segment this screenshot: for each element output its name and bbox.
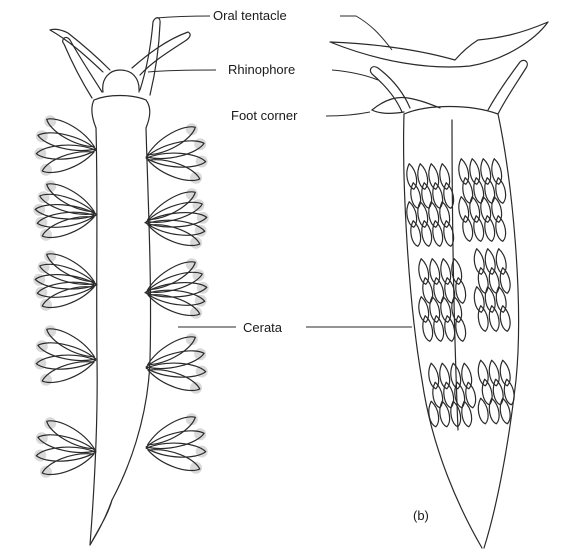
ceras-left-5-tip <box>194 138 206 150</box>
right-rhinophore-left <box>370 67 410 112</box>
label-cerata: Cerata <box>243 320 283 335</box>
left-body-outline <box>90 100 151 545</box>
label-oral-tentacle: Oral tentacle <box>213 8 287 23</box>
left-rhinophore-right <box>140 18 160 95</box>
left-rhinophore-left <box>63 37 102 98</box>
label-panel-b: (b) <box>413 508 429 523</box>
ceras-left-41-tip <box>194 428 206 440</box>
leader-rhinophore-right <box>332 70 378 80</box>
leader-foot-corner <box>326 112 370 116</box>
left-head <box>103 70 139 92</box>
ceras-left-32-tip <box>36 340 48 352</box>
right-specimen <box>330 22 548 548</box>
label-rhinophore: Rhinophore <box>228 62 295 77</box>
left-specimen <box>33 18 209 545</box>
right-oral-veil <box>330 22 548 67</box>
ceras-left-4-tip <box>36 130 48 142</box>
left-cerata <box>33 115 209 477</box>
ceras-left-33-tip <box>194 348 206 360</box>
leader-rhinophore-left <box>148 70 216 72</box>
right-rhinophore-right <box>488 60 527 114</box>
label-foot-corner: Foot corner <box>231 108 298 123</box>
leader-oral-tentacle-left <box>156 16 210 18</box>
left-oral-tentacle-left <box>50 29 110 72</box>
ceras-left-40-tip <box>36 432 48 444</box>
left-oral-tentacle-right <box>132 32 190 75</box>
